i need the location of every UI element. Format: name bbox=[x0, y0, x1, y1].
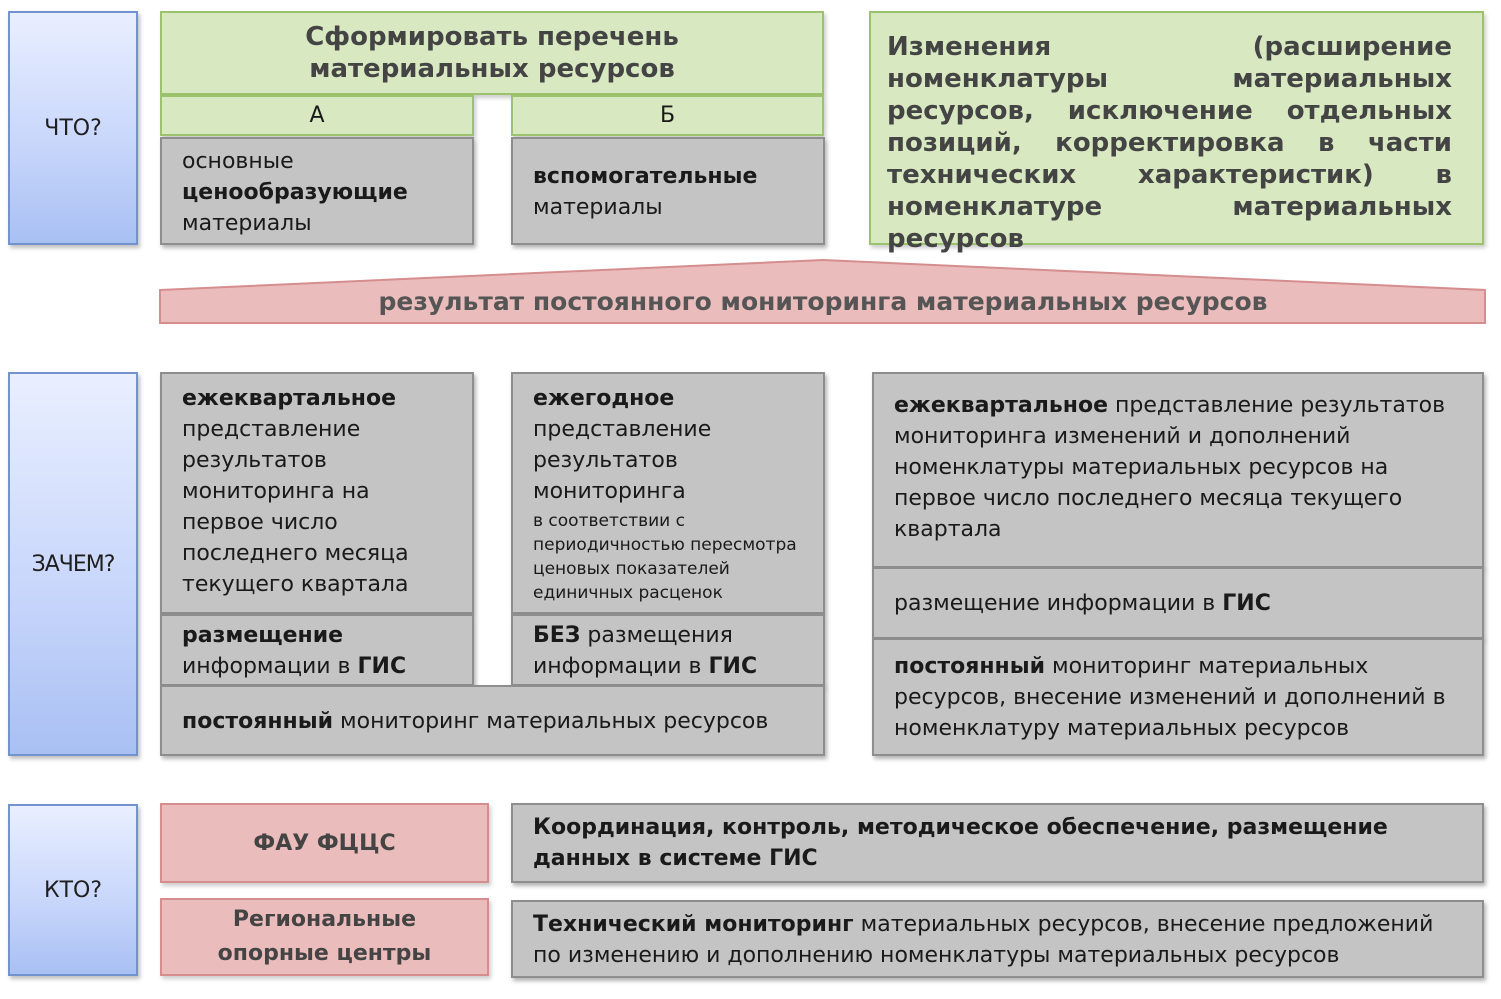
gis-placement-gis: ГИС bbox=[357, 654, 407, 679]
form-list-header: Сформировать перечень материальных ресур… bbox=[160, 11, 824, 95]
annual-report-box: ежегодное представление результатов мони… bbox=[511, 372, 825, 614]
form-list-title: Сформировать перечень материальных ресур… bbox=[305, 22, 679, 84]
changes-constant-text: мониторинг материальных ресурсов, внесен… bbox=[894, 654, 1446, 741]
changes-gis-gis: ГИС bbox=[1222, 591, 1271, 616]
regional-role-bold: Технический мониторинг bbox=[533, 912, 854, 937]
regional-role-text: материальных ресурсов, внесение предложе… bbox=[533, 912, 1434, 968]
quarterly-report-box: ежеквартальное представление результатов… bbox=[160, 372, 474, 614]
changes-text: Изменения (расширение номенклатуры матер… bbox=[887, 32, 1452, 254]
main-materials-box: основные ценообразующие материалы bbox=[160, 137, 474, 245]
banner-label: результат постоянного мониторинга матери… bbox=[160, 282, 1486, 320]
changes-box: Изменения (расширение номенклатуры матер… bbox=[869, 11, 1484, 254]
banner-text: результат постоянного мониторинга матери… bbox=[378, 286, 1268, 316]
row-label-what: ЧТО? bbox=[8, 11, 138, 245]
gis-placement-text: информации в bbox=[182, 654, 358, 679]
constant-monitoring-box: постоянный мониторинг материальных ресур… bbox=[160, 685, 825, 756]
gis-placement-bold: размещение bbox=[182, 623, 344, 648]
fccs-role-box: Координация, контроль, методическое обес… bbox=[511, 803, 1484, 883]
annual-report-bold: ежегодное bbox=[533, 386, 675, 411]
org-regional-centers: Региональные опорные центры bbox=[160, 898, 489, 976]
banner-shape bbox=[159, 258, 1486, 324]
org-regional-centers-label: Региональные опорные центры bbox=[217, 907, 432, 966]
row-label-who: КТО? bbox=[8, 804, 138, 976]
no-gis-gis: ГИС bbox=[708, 654, 758, 679]
row-label-why: ЗАЧЕМ? bbox=[8, 372, 138, 756]
row-label-what-text: ЧТО? bbox=[44, 115, 102, 141]
changes-constant-box: постоянный мониторинг материальных ресур… bbox=[872, 638, 1484, 756]
auxiliary-materials-box: вспомогательные материалы bbox=[511, 137, 825, 245]
quarterly-report-text: представление результатов мониторинга на… bbox=[182, 417, 409, 597]
column-a-header: А bbox=[160, 95, 474, 136]
fccs-role-text: Координация, контроль, методическое обес… bbox=[533, 815, 1388, 871]
monitoring-result-banner bbox=[159, 258, 1486, 324]
auxiliary-materials-bold: вспомогательные bbox=[533, 164, 758, 189]
column-b-header: Б bbox=[511, 95, 824, 136]
column-b-label: Б bbox=[659, 103, 676, 128]
org-fau-fccs-label: ФАУ ФЦЦС bbox=[253, 830, 396, 856]
annual-report-text: представление результатов мониторинга bbox=[533, 417, 712, 504]
no-gis-text: размещения информации в bbox=[533, 623, 733, 679]
row-label-why-text: ЗАЧЕМ? bbox=[31, 551, 116, 577]
no-gis-bold: БЕЗ bbox=[533, 623, 581, 648]
changes-gis-box: размещение информации в ГИС bbox=[872, 567, 1484, 639]
main-materials-line1: основные bbox=[182, 149, 294, 174]
changes-quarterly-bold: ежеквартальное bbox=[894, 393, 1109, 418]
row-label-who-text: КТО? bbox=[43, 877, 103, 903]
regional-role-box: Технический мониторинг материальных ресу… bbox=[511, 900, 1484, 978]
main-materials-line3: материалы bbox=[182, 211, 312, 236]
constant-monitoring-text: мониторинг материальных ресурсов bbox=[333, 709, 769, 734]
changes-gis-text: размещение информации в bbox=[894, 591, 1223, 616]
no-gis-placement-box: БЕЗ размещения информации в ГИС bbox=[511, 614, 825, 686]
org-fau-fccs: ФАУ ФЦЦС bbox=[160, 803, 489, 883]
main-materials-bold: ценообразующие bbox=[182, 180, 408, 205]
changes-quarterly-text: представление результатов мониторинга из… bbox=[894, 393, 1446, 542]
changes-quarterly-box: ежеквартальное представление результатов… bbox=[872, 372, 1484, 568]
changes-constant-bold: постоянный bbox=[894, 654, 1046, 679]
constant-monitoring-bold: постоянный bbox=[182, 709, 334, 734]
annual-report-note: в соответствии с периодичностью пересмот… bbox=[533, 511, 797, 603]
column-a-label: А bbox=[309, 103, 325, 128]
auxiliary-materials-line2: материалы bbox=[533, 195, 663, 220]
gis-placement-box: размещение информации в ГИС bbox=[160, 614, 474, 686]
quarterly-report-bold: ежеквартальное bbox=[182, 386, 397, 411]
